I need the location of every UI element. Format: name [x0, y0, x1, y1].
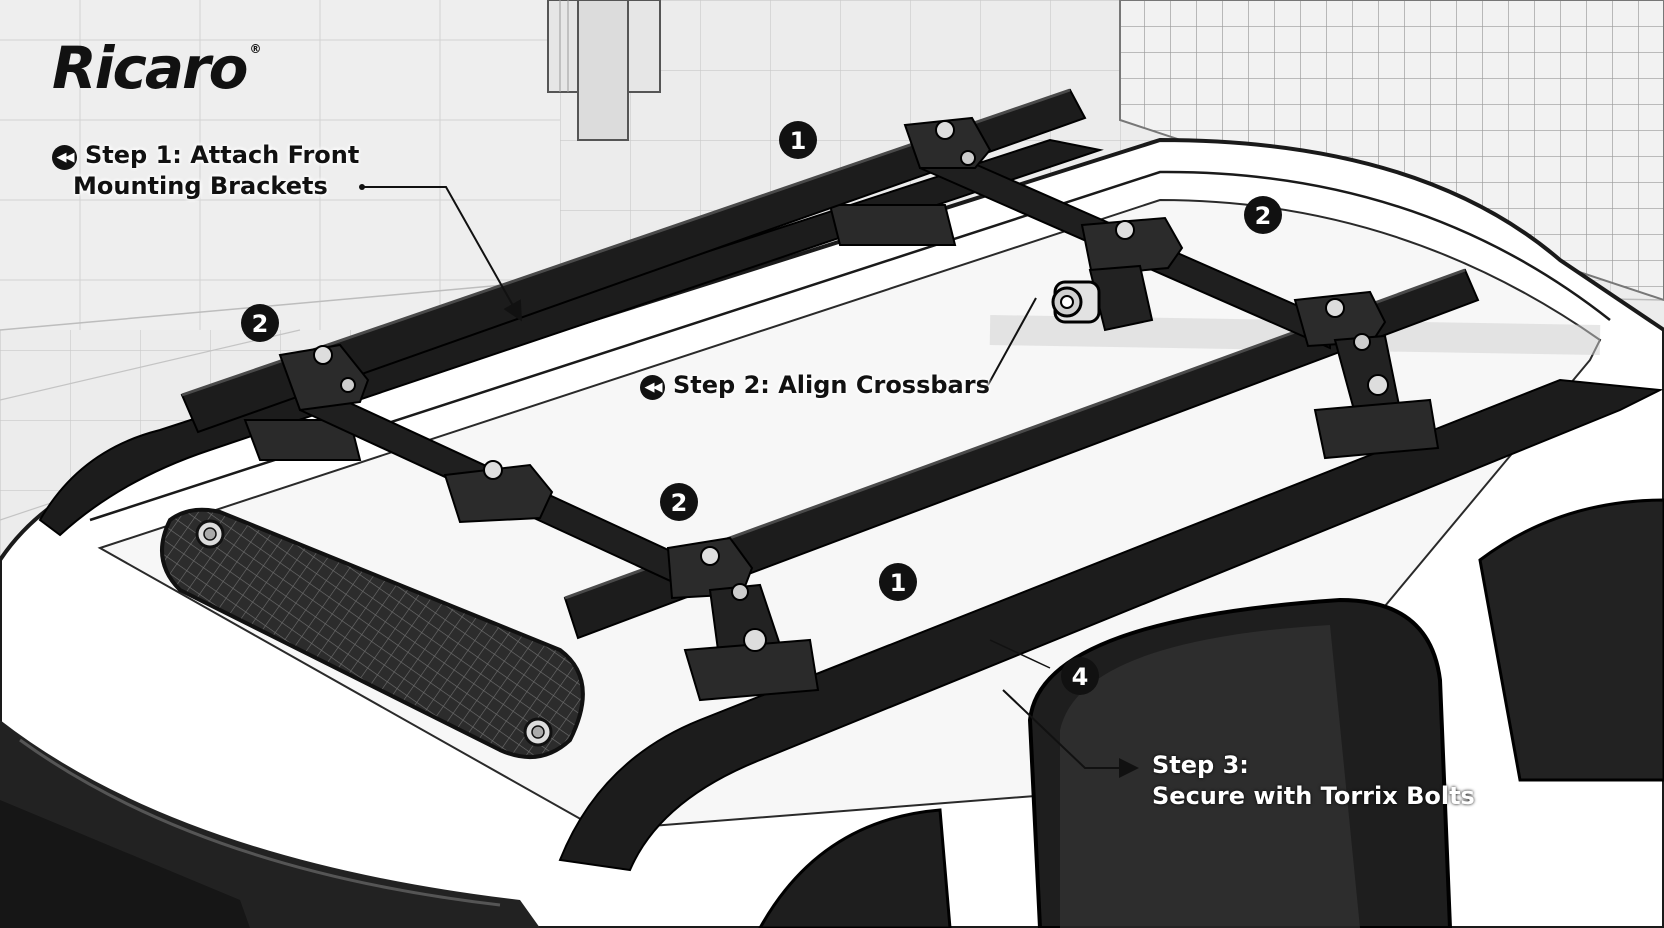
roof-rack-frame [180, 88, 1480, 702]
rewind-icon: ◀◀ [640, 375, 665, 400]
step-1-label: ◀◀ Step 1: Attach Front Mounting Brackets [52, 140, 359, 202]
callout-number: 4 [1072, 663, 1089, 691]
callout-number: 1 [790, 127, 807, 155]
step-2-label: ◀◀ Step 2: Align Crossbars [640, 370, 990, 401]
callout-1-top: 1 [779, 121, 817, 159]
brand-logo: Ricaro® [52, 34, 262, 102]
callout-2-left: 2 [241, 304, 279, 342]
step-3-line-1: Step 3: [1152, 751, 1249, 779]
wall-pillar [547, 0, 661, 141]
roof-side-rails [38, 138, 1664, 872]
step-1-line-1: Step 1: Attach Front [85, 141, 360, 169]
fence-panel [1119, 0, 1664, 302]
callout-number: 2 [671, 489, 688, 517]
step-3-label: Step 3: Secure with Torrix Bolts [1152, 750, 1475, 812]
callout-number: 2 [252, 310, 269, 338]
step-1-line-2: Mounting Brackets [73, 172, 328, 200]
registered-mark: ® [249, 42, 262, 56]
callout-1-bottom: 1 [879, 563, 917, 601]
callout-number: 1 [890, 569, 907, 597]
brand-name: Ricaro [52, 34, 249, 102]
step-2-text: Step 2: Align Crossbars [673, 371, 990, 399]
step-3-line-2: Secure with Torrix Bolts [1152, 782, 1475, 810]
callout-2-middle: 2 [660, 483, 698, 521]
rewind-icon: ◀◀ [52, 145, 77, 170]
callout-number: 2 [1255, 202, 1272, 230]
callout-4: 4 [1061, 657, 1099, 695]
leader-lines [359, 184, 1139, 778]
callout-2-right: 2 [1244, 196, 1282, 234]
mesh-pad [160, 507, 585, 759]
